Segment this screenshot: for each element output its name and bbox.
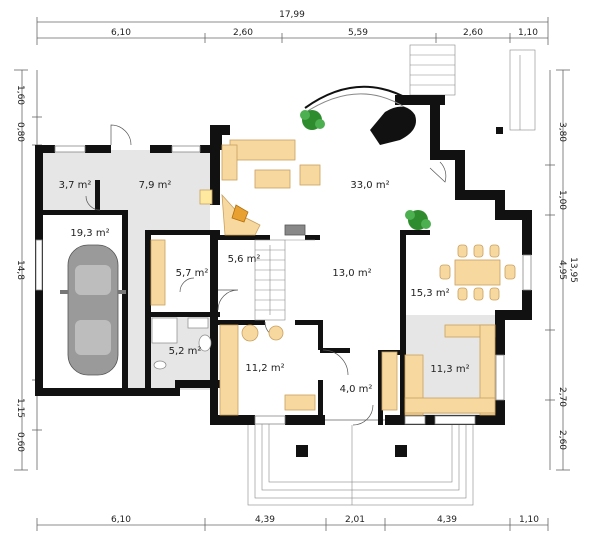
plant-icon <box>300 110 431 230</box>
room-label-garage: 19,3 m² <box>70 228 109 239</box>
entrance-steps <box>247 419 474 506</box>
room-label-dining-hall: 13,0 m² <box>332 268 371 279</box>
windows <box>35 145 532 425</box>
dim-right-overall: 13,95 <box>568 257 578 283</box>
dim-right-seg-2: 1,00 <box>557 190 567 210</box>
dim-bottom-seg-1: 6,10 <box>111 515 131 525</box>
dim-top-seg-3: 5,59 <box>348 28 368 38</box>
terrace-steps <box>410 54 521 130</box>
dim-right-seg-1: 3,80 <box>557 122 567 142</box>
dim-right-seg-4: 2,70 <box>557 387 567 407</box>
dim-top-seg-1: 6,10 <box>111 28 131 38</box>
dim-bottom-seg-4: 4,39 <box>437 515 457 525</box>
dim-bottom-seg-5: 1,10 <box>519 515 539 525</box>
room-label-kitchen: 11,3 m² <box>430 364 469 375</box>
dimension-lines <box>14 17 570 531</box>
room-label-bath: 5,2 m² <box>169 346 202 357</box>
dim-bottom-seg-2: 4,39 <box>255 515 275 525</box>
staircase <box>254 239 315 321</box>
dim-top-seg-5: 1,10 <box>518 28 538 38</box>
room-label-corridor: 5,7 m² <box>176 268 209 279</box>
dim-left-seg-3: 1,15 <box>15 398 25 418</box>
dim-top-seg-4: 2,60 <box>463 28 483 38</box>
dim-left-seg-1: 1,60 <box>15 85 25 105</box>
furniture <box>150 139 516 416</box>
room-label-entry: 4,0 m² <box>340 384 373 395</box>
dim-right-seg-5: 2,60 <box>557 430 567 450</box>
dim-left-seg-4: 0,60 <box>15 432 25 452</box>
dim-top-seg-2: 2,60 <box>233 28 253 38</box>
dim-bottom-seg-3: 2,01 <box>345 515 365 525</box>
room-label-3-7: 3,7 m² <box>59 180 92 191</box>
dim-right-seg-3: 4,95 <box>557 260 567 280</box>
bay-window <box>304 85 411 109</box>
dim-left-overall: 14,8 <box>15 260 25 280</box>
room-label-living: 33,0 m² <box>350 180 389 191</box>
doors <box>85 124 447 426</box>
room-label-stairs: 5,6 m² <box>228 254 261 265</box>
piano-icon <box>370 106 416 145</box>
bathroom-fixtures <box>151 317 212 370</box>
dim-top-overall: 17,99 <box>279 10 305 20</box>
dim-left-seg-2: 0,80 <box>15 122 25 142</box>
car-icon <box>60 244 126 376</box>
room-label-7-9: 7,9 m² <box>139 180 172 191</box>
room-label-dining: 15,3 m² <box>410 288 449 299</box>
room-label-study: 11,2 m² <box>245 363 284 374</box>
